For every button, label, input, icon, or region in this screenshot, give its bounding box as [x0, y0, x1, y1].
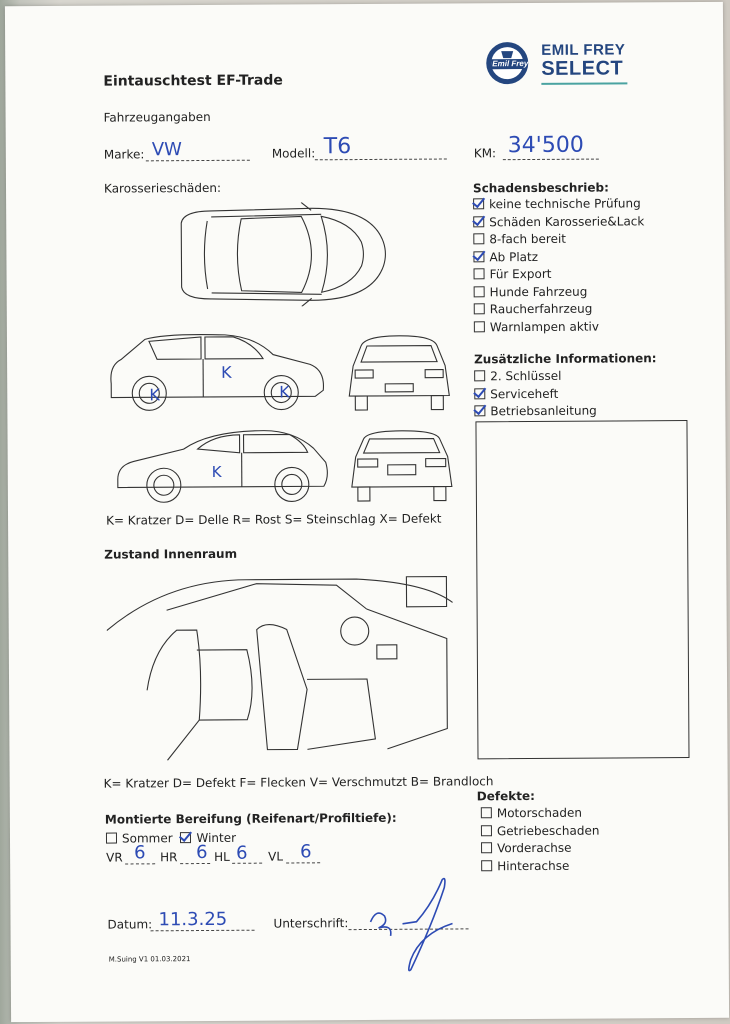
- car-top-view-diagram: [180, 201, 386, 307]
- tire-vl-label: VL: [268, 849, 284, 864]
- checkbox-row[interactable]: keine technische Prüfung: [473, 196, 641, 211]
- form-title: Eintauschtest EF-Trade: [103, 72, 283, 90]
- checkbox-label: Raucherfahrzeug: [489, 301, 593, 317]
- additional-info-heading: Zusätzliche Informationen:: [474, 351, 657, 367]
- damage-mark-4: K: [211, 462, 222, 481]
- checkbox-label: 8-fach bereit: [489, 231, 567, 247]
- car-rear-view-diagram: [351, 430, 453, 502]
- car-side-view-left-diagram: [117, 430, 328, 503]
- emil-frey-logo: Emil Frey EMIL FREY SELECT: [483, 38, 633, 89]
- checkbox-row[interactable]: Betriebsanleitung: [474, 403, 597, 419]
- checkbox[interactable]: [481, 859, 493, 871]
- damage-mark-3: K: [279, 382, 290, 402]
- defects-heading: Defekte:: [476, 788, 535, 804]
- checkbox-label: Betriebsanleitung: [490, 403, 597, 419]
- checkbox-label: Hinterachse: [497, 858, 570, 873]
- checkbox-row[interactable]: Hinterachse: [481, 858, 569, 873]
- tire-hl-value: 6: [236, 842, 248, 864]
- checkbox-label: Serviceheft: [490, 386, 559, 401]
- checkbox-row[interactable]: Serviceheft: [474, 386, 558, 401]
- checkbox-row[interactable]: Schäden Karosserie&Lack: [473, 214, 644, 229]
- body-damage-legend: K= Kratzer D= Delle R= Rost S= Steinschl…: [106, 511, 442, 528]
- car-side-view-right-diagram: [110, 333, 325, 411]
- checkbox[interactable]: [481, 842, 493, 854]
- tire-vr-value: 6: [134, 842, 146, 864]
- checkbox-label: Für Export: [489, 266, 552, 282]
- form-sheet: Emil Frey EMIL FREY SELECT Eintauschtest…: [4, 1, 730, 1023]
- checkbox-label: Vorderachse: [497, 840, 572, 856]
- marke-label: Marke:: [103, 147, 145, 162]
- tire-vl-value: 6: [300, 841, 312, 863]
- checkbox[interactable]: [473, 320, 485, 332]
- car-interior-diagram: [106, 575, 453, 761]
- tire-hl-label: HL: [214, 849, 230, 864]
- checkbox[interactable]: [474, 387, 486, 399]
- checkbox-row[interactable]: Ab Platz: [473, 249, 539, 264]
- tire-vr-label: VR: [106, 850, 123, 865]
- checkbox-row[interactable]: 8-fach bereit: [473, 232, 566, 247]
- tire-hr-label: HR: [160, 850, 178, 865]
- checkbox[interactable]: [474, 405, 486, 417]
- damage-description-heading: Schadensbeschrieb:: [472, 180, 609, 196]
- km-field[interactable]: [502, 158, 599, 161]
- checkbox-row[interactable]: Getriebeschaden: [480, 823, 600, 838]
- checkbox[interactable]: [473, 303, 485, 315]
- checkbox-label: 2. Schlüssel: [490, 368, 562, 384]
- checkbox-row[interactable]: 2. Schlüssel: [474, 369, 561, 384]
- checkbox-label: Warnlampen aktiv: [489, 319, 599, 334]
- tire-vr-field[interactable]: [125, 863, 156, 865]
- logo-underline: [541, 82, 628, 85]
- datum-label: Datum:: [107, 917, 153, 932]
- checkbox[interactable]: [473, 233, 485, 245]
- checkbox-label: Schäden Karosserie&Lack: [489, 213, 645, 229]
- checkbox[interactable]: [473, 250, 485, 262]
- car-front-view-diagram: [348, 335, 450, 411]
- marke-value: VW: [151, 139, 182, 161]
- tire-hr-value: 6: [196, 841, 208, 864]
- logo-badge-text: Emil Frey: [492, 59, 529, 69]
- checkbox[interactable]: [480, 824, 492, 836]
- checkbox[interactable]: [473, 285, 485, 297]
- km-label: KM:: [473, 146, 497, 161]
- tire-winter-checkbox[interactable]: [180, 832, 192, 844]
- checkbox[interactable]: [473, 268, 485, 280]
- notes-box[interactable]: [475, 420, 690, 760]
- checkbox[interactable]: [474, 370, 486, 382]
- tire-summer-label: Sommer: [121, 831, 173, 846]
- section-interior-heading: Zustand Innenraum: [104, 546, 238, 562]
- tire-hr-field[interactable]: [180, 862, 211, 865]
- section-body-damage-heading: Karosserieschäden:: [103, 180, 222, 196]
- modell-value: T6: [323, 134, 352, 160]
- tire-summer-checkbox[interactable]: [105, 832, 118, 844]
- checkbox-row[interactable]: Raucherfahrzeug: [473, 301, 593, 317]
- damage-mark-1: K: [149, 385, 160, 405]
- tire-type-row: Sommer Winter: [105, 831, 236, 846]
- km-value: 34'500: [507, 132, 584, 159]
- modell-label: Modell:: [271, 146, 316, 161]
- checkbox[interactable]: [473, 215, 485, 227]
- section-tires-heading: Montierte Bereifung (Reifenart/Profiltie…: [104, 810, 397, 827]
- checkbox[interactable]: [480, 807, 492, 819]
- checkbox-row[interactable]: Hunde Fahrzeug: [473, 284, 588, 299]
- interior-legend: K= Kratzer D= Defekt F= Flecken V= Versc…: [103, 774, 494, 791]
- checkbox-label: Getriebeschaden: [496, 823, 600, 838]
- datum-value: 11.3.25: [158, 908, 228, 931]
- checkbox-label: Hunde Fahrzeug: [489, 284, 588, 299]
- checkbox-row[interactable]: Für Export: [473, 266, 552, 282]
- logo-line2: SELECT: [541, 57, 624, 80]
- checkbox[interactable]: [473, 198, 485, 210]
- logo-line1: EMIL FREY: [541, 41, 626, 59]
- form-footer: M.Suing V1 01.03.2021: [108, 955, 191, 964]
- signature-label: Unterschrift:: [273, 916, 349, 931]
- checkbox-label: keine technische Prüfung: [489, 196, 641, 212]
- damage-mark-2: K: [221, 362, 232, 382]
- checkbox-row[interactable]: Warnlampen aktiv: [473, 319, 599, 334]
- tire-vl-field[interactable]: [286, 862, 321, 864]
- checkbox-row[interactable]: Vorderachse: [481, 841, 572, 856]
- section-vehicle-heading: Fahrzeugangaben: [103, 109, 211, 125]
- signature-scribble: [369, 877, 453, 972]
- checkbox-label: Ab Platz: [489, 249, 539, 264]
- checkbox-row[interactable]: Motorschaden: [480, 805, 582, 821]
- checkbox-label: Motorschaden: [496, 805, 582, 821]
